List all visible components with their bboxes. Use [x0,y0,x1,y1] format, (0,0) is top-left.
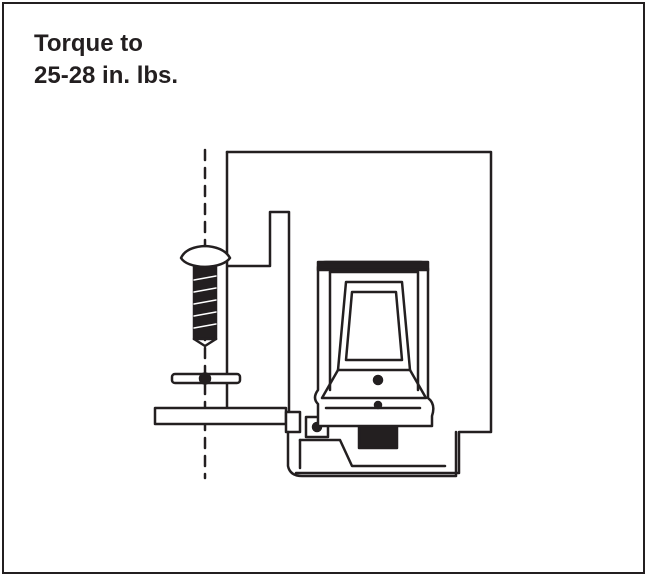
enclosure-outline [225,150,493,475]
torque-instruction-line-1: Torque to [34,30,143,57]
mounting-rail [153,406,288,426]
mounting-bracket-icon [226,210,291,414]
lock-washer-icon [170,372,242,385]
torque-instruction: Torque to 25-28 in. lbs. [34,28,178,92]
terminal-base-step [298,438,447,468]
screw-icon [179,244,232,348]
torque-instruction-line-2: 25-28 in. lbs. [34,62,179,89]
terminal-foot [284,410,302,434]
terminal-base [286,430,458,478]
terminal-block-icon [313,260,435,450]
